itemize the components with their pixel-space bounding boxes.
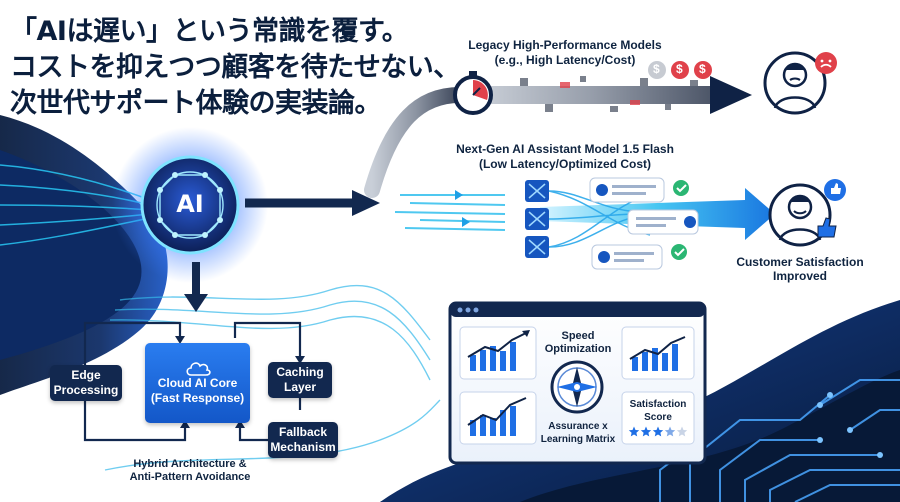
chat-bubbles [589, 177, 699, 270]
headline-line-3: 次世代サポート体験の実装論。 [10, 88, 381, 119]
rating-star [652, 426, 664, 437]
rating-star [640, 426, 652, 437]
fallback-mechanism-line-2: Mechanism [270, 440, 336, 454]
fallback-mechanism-line-1: Fallback [278, 425, 328, 439]
rating-stars [628, 426, 688, 437]
ai-down-arrowhead [184, 294, 208, 312]
streak-arrowheads [455, 190, 470, 227]
assurance-matrix-line-1: Assurance x [548, 421, 608, 432]
cost-symbol-2: $ [676, 62, 683, 76]
nextgen-model-subtitle: (Low Latency/Optimized Cost) [478, 157, 651, 171]
speed-optimization-line-2: Optimization [544, 343, 612, 355]
architecture-caption-line-1: Hybrid Architecture & [133, 458, 247, 470]
legacy-pixel-noise [520, 76, 698, 112]
customer-satisfaction-line-1: Customer Satisfaction [736, 255, 864, 269]
architecture-caption-line-2: Anti-Pattern Avoidance [129, 471, 251, 483]
rating-star [664, 426, 676, 437]
cost-coin-icons [648, 61, 712, 79]
legacy-arrowhead [710, 76, 752, 114]
satisfaction-score-label: Satisfaction Score [622, 398, 694, 424]
speed-optimization-label: Speed Optimization [540, 330, 616, 356]
assurance-matrix-line-2: Learning Matrix [540, 434, 616, 445]
caching-layer-line-1: Caching [276, 365, 324, 379]
ai-core-label: AI [176, 190, 204, 218]
dashboard-chart-top-left [459, 326, 537, 380]
edge-processing-line-2: Processing [53, 383, 119, 397]
happy-customer-avatar [768, 179, 846, 247]
nextgen-model-title: Next-Gen AI Assistant Model 1.5 Flash [456, 142, 674, 156]
circuit-lines [659, 379, 900, 502]
customer-satisfaction-line-2: Improved [772, 269, 827, 283]
customer-satisfaction-label: Customer Satisfaction Improved [730, 255, 870, 283]
ai-output-arrowhead [352, 190, 380, 216]
cloud-ai-core-line-1: Cloud AI Core [157, 376, 238, 390]
edge-processing-box: Edge Processing [50, 365, 122, 401]
speed-optimization-line-1: Speed [561, 330, 595, 342]
compass-icon [550, 360, 604, 414]
legacy-branch-arrow [364, 87, 468, 198]
cloud-ai-core-box: Cloud AI Core (Fast Response) [145, 343, 250, 423]
cost-symbol-1: $ [653, 62, 660, 76]
satisfaction-score-line-2: Score [644, 412, 672, 423]
edge-processing-line-1: Edge [71, 368, 101, 382]
cost-symbol-3: $ [699, 62, 706, 76]
caching-layer-box: Caching Layer [268, 362, 332, 398]
caching-layer-line-2: Layer [283, 380, 317, 394]
ai-core-orb [140, 155, 240, 255]
legacy-model-subtitle: (e.g., High Latency/Cost) [494, 53, 636, 67]
dashboard-chart-top-right [621, 326, 695, 380]
stopwatch-icon [453, 71, 493, 115]
legacy-arrow-body [470, 86, 710, 104]
routing-nodes [525, 180, 549, 258]
fallback-mechanism-box: Fallback Mechanism [268, 422, 338, 458]
legacy-model-label: Legacy High-Performance Models (e.g., Hi… [440, 38, 690, 68]
neural-net-icon [156, 171, 224, 239]
neural-net-nodes [157, 172, 223, 238]
headline: 「AIは遅い」という常識を覆す。 コストを抑えつつ顧客を待たせない、 次世代サポ… [10, 14, 460, 122]
satisfaction-score-line-1: Satisfaction [629, 399, 687, 410]
cloud-ai-core-line-2: (Fast Response) [150, 391, 245, 405]
dashboard-rating-card [621, 391, 695, 445]
headline-line-2: コストを抑えつつ顧客を待たせない、 [10, 52, 460, 83]
dashboard-chart-bottom-left [459, 391, 537, 445]
fast-streaks [394, 194, 506, 231]
legacy-model-title: Legacy High-Performance Models [468, 38, 662, 52]
cloud-icon [185, 362, 211, 376]
nextgen-model-label: Next-Gen AI Assistant Model 1.5 Flash (L… [430, 142, 700, 172]
assurance-matrix-label: Assurance x Learning Matrix [533, 420, 623, 446]
rating-star [628, 426, 640, 437]
cost-symbols: $ $ $ [648, 62, 714, 80]
frustrated-customer-avatar [763, 51, 837, 115]
rating-star [676, 426, 688, 437]
headline-line-1: 「AIは遅い」という常識を覆す。 [10, 16, 409, 47]
architecture-caption: Hybrid Architecture & Anti-Pattern Avoid… [115, 458, 265, 484]
